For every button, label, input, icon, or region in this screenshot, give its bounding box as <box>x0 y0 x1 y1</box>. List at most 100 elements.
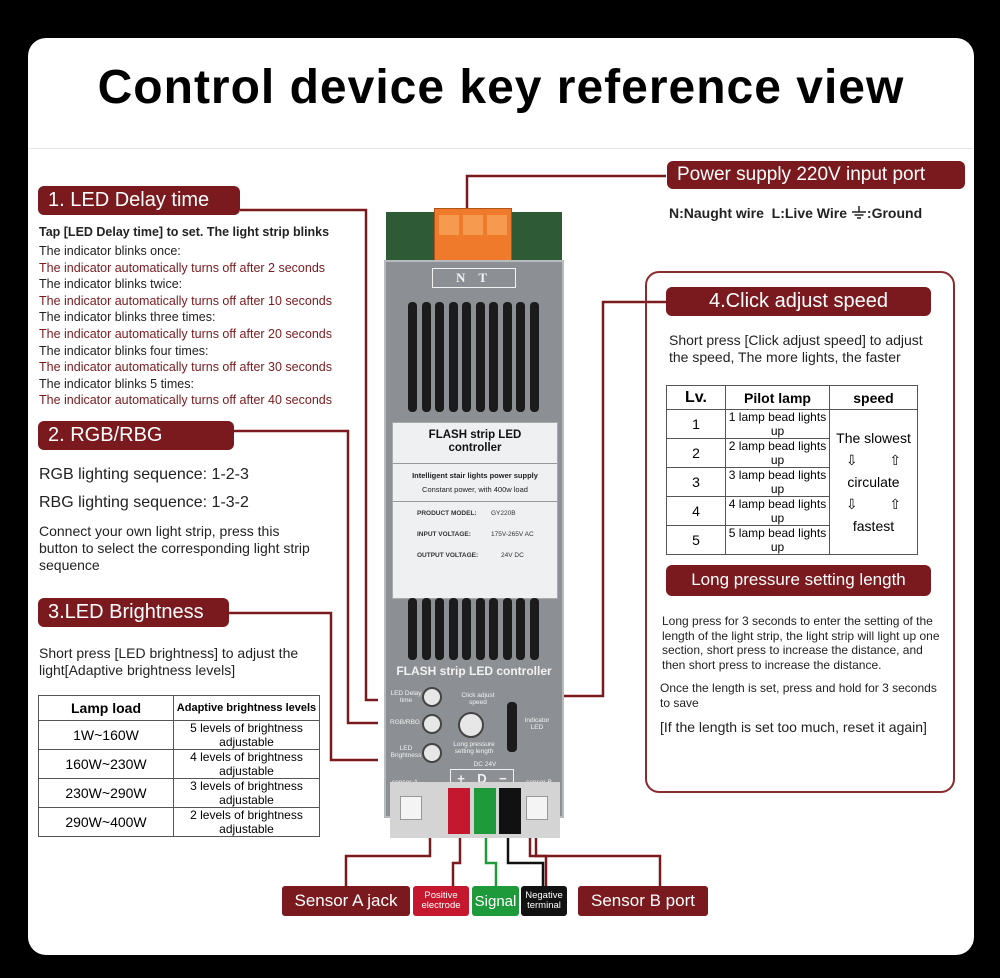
dc-label: DC 24V <box>473 761 497 768</box>
speed-col-speed: speed <box>829 385 918 410</box>
arrow-up-icon: ⇧ <box>889 496 902 512</box>
rgb-note: Connect your own light strip, press this… <box>39 523 310 573</box>
speed-slowest: The slowest <box>836 430 911 446</box>
level-cell: 4 <box>666 496 726 526</box>
speed-col-level: Lv. <box>666 385 726 410</box>
vent-slot <box>529 302 539 412</box>
plus-mark: + <box>457 770 465 786</box>
vent-slot <box>462 302 471 412</box>
input-terminal-block <box>434 208 512 262</box>
power-header: Power supply 220V input port <box>667 161 965 189</box>
level-cell: 2 <box>666 438 726 468</box>
rgb-header: 2. RGB/RBG <box>38 421 234 450</box>
lamp-load-cell: 160W~230W <box>38 749 174 779</box>
brightness-desc: Short press [LED brightness] to adjust t… <box>39 645 299 678</box>
d-mark: D <box>477 770 487 786</box>
signal-tag: Signal <box>472 886 519 916</box>
sensor-b-tag: Sensor B port <box>578 886 708 916</box>
lamp-load-cell: 290W~400W <box>38 807 174 837</box>
positive-wire <box>448 788 470 834</box>
pilot-lamp-cell: 1 lamp bead lights up <box>725 409 830 439</box>
vent-slot <box>408 598 417 660</box>
power-legend: N:Naught wire L:Live Wire :Ground <box>669 205 923 223</box>
ground-icon <box>851 206 867 223</box>
brand-logo: N T <box>432 268 516 288</box>
vent-slot <box>435 302 444 412</box>
vent-slot <box>462 598 471 660</box>
sensor-b-port[interactable] <box>526 796 548 820</box>
speed-cell: The slowest⇩⇧circulate⇩⇧fastest <box>829 409 918 555</box>
brightness-table: Lamp load Adaptive brightness levels 1W~… <box>38 695 320 837</box>
vent-slot <box>421 598 431 660</box>
led-brightness-button[interactable] <box>422 743 442 763</box>
click-adjust-speed-button[interactable] <box>458 712 484 738</box>
input-label: INPUT VOLTAGE: <box>417 531 471 538</box>
speed-arrows: ⇩⇧ <box>830 449 917 471</box>
brightness-header: 3.LED Brightness <box>38 598 229 627</box>
delay-line: The indicator automatically turns off af… <box>39 393 332 408</box>
ground-label: Ground <box>871 205 923 221</box>
pilot-lamp-cell: 2 lamp bead lights up <box>725 438 830 468</box>
vent-slot <box>421 302 431 412</box>
longpress-p1: Long press for 3 seconds to enter the se… <box>662 614 940 672</box>
sensor-a-jack[interactable] <box>400 796 422 820</box>
rbg-sequence: RBG lighting sequence: 1-3-2 <box>39 494 249 511</box>
speed-col-pilot: Pilot lamp <box>725 385 830 410</box>
level-cell: 5 <box>666 525 726 555</box>
sensor-a-tag: Sensor A jack <box>282 886 410 916</box>
delay-line: The indicator blinks four times: <box>39 343 209 358</box>
longpress-p3: [If the length is set too much, reset it… <box>660 719 927 735</box>
speed-desc: Short press [Click adjust speed] to adju… <box>669 332 923 365</box>
led-delay-button[interactable] <box>422 687 442 707</box>
brightness-levels-cell: 2 levels of brightness adjustable <box>173 807 320 837</box>
arrow-down-icon: ⇩ <box>845 452 858 468</box>
rgb-sequence: RGB lighting sequence: 1-2-3 <box>39 466 249 483</box>
click-button-label: Click adjust speed <box>461 692 495 706</box>
arrow-up-icon: ⇧ <box>889 452 902 468</box>
delay-lines: The indicator blinks once:The indicator … <box>39 243 359 409</box>
output-value: 24V DC <box>501 552 524 559</box>
vent-slot <box>475 598 485 660</box>
plate-title-text: FLASH strip LED controller <box>428 429 522 454</box>
vent-slot <box>435 598 444 660</box>
delay-intro: Tap [LED Delay time] to set. The light s… <box>39 225 330 239</box>
brightness-levels-cell: 5 levels of brightness adjustable <box>173 720 320 750</box>
spec-plate: FLASH strip LED controller Intelligent s… <box>392 422 558 599</box>
lamp-load-cell: 1W~160W <box>38 720 174 750</box>
rgb-rbg-button[interactable] <box>422 714 442 734</box>
long-press-label: Long pressure setting length <box>453 741 495 755</box>
level-cell: 1 <box>666 409 726 439</box>
delay-button-label: LED Delay time <box>390 690 422 704</box>
brightness-levels-cell: 4 levels of brightness adjustable <box>173 749 320 779</box>
vent-slot <box>529 598 539 660</box>
indicator-label: Indicator LED <box>524 717 550 731</box>
speed-circulate: circulate <box>847 474 900 490</box>
delay-header: 1. LED Delay time <box>38 186 240 215</box>
device-name-strip: FLASH strip LED controller <box>396 664 552 678</box>
controller-device: N T FLASH strip LED controller Intellige… <box>384 260 564 818</box>
title-divider <box>28 148 974 149</box>
delay-line: The indicator blinks twice: <box>39 277 183 292</box>
negative-tag: Negative terminal <box>521 886 567 916</box>
positive-leader-line <box>451 838 462 886</box>
power-legend-text: N:Naught wire L:Live Wire <box>669 205 848 221</box>
longpress-p2: Once the length is set, press and hold f… <box>660 681 937 710</box>
vent-slot <box>489 302 498 412</box>
positive-tag: Positive electrode <box>413 886 469 916</box>
vent-slot <box>502 302 512 412</box>
vent-slot <box>489 598 498 660</box>
brightness-col-load: Lamp load <box>38 695 174 721</box>
pilot-lamp-cell: 3 lamp bead lights up <box>725 467 830 497</box>
rgb-leader-line <box>234 429 378 725</box>
negative-wire <box>499 788 521 834</box>
model-label: PRODUCT MODEL: <box>417 510 477 517</box>
vent-slot <box>475 302 485 412</box>
